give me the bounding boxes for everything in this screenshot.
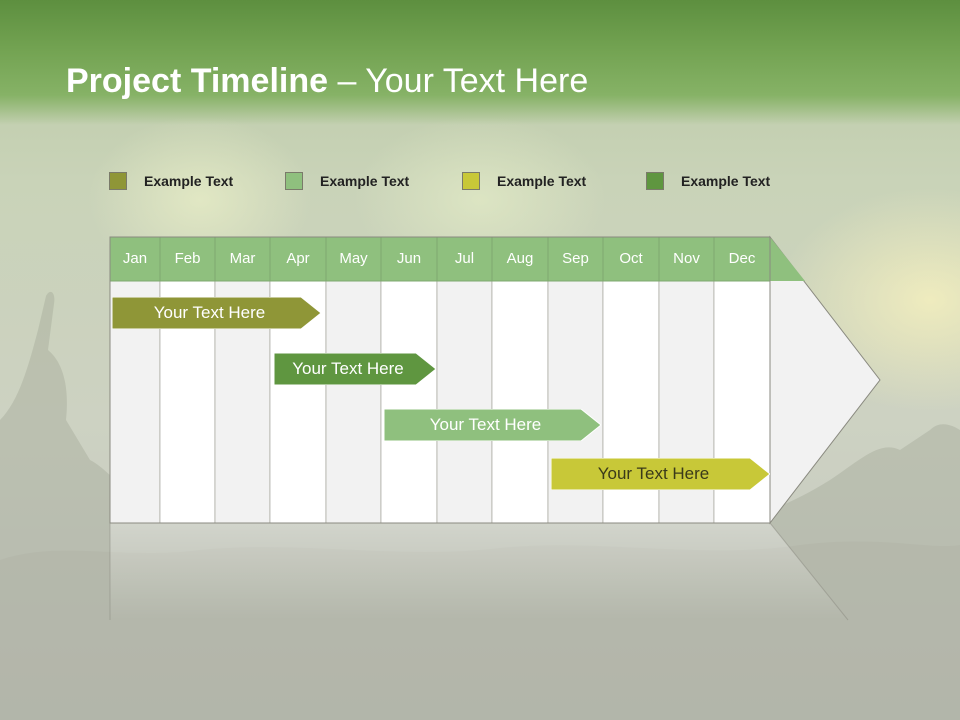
- legend-swatch: [462, 172, 480, 190]
- month-label: Dec: [728, 250, 756, 267]
- month-label: Oct: [619, 250, 643, 267]
- timeline-reflection: [110, 523, 848, 620]
- month-header-cell: [214, 236, 271, 282]
- month-label: Feb: [174, 250, 201, 267]
- month-column: [380, 280, 438, 524]
- month-column: [325, 280, 382, 524]
- page-title: Project Timeline – Your Text Here: [66, 60, 588, 102]
- task-bar-2: Your Text Here: [274, 353, 436, 385]
- title-bar: [0, 0, 960, 125]
- task-bar-shape: [384, 409, 601, 441]
- task-bar-shape: [112, 297, 321, 329]
- month-label: Jun: [396, 250, 422, 267]
- month-label: Nov: [673, 250, 700, 267]
- task-bar-shape: [274, 353, 436, 385]
- legend-label: Example Text: [497, 173, 587, 189]
- legend-swatch: [109, 172, 127, 190]
- month-label: Sep: [562, 250, 589, 267]
- legend-label: Example Text: [681, 173, 771, 189]
- task-label: Your Text Here: [292, 359, 404, 378]
- task-bar-3: Your Text Here: [384, 409, 601, 441]
- legend-item-1: Example Text: [109, 170, 233, 192]
- month-label: Mar: [229, 250, 256, 267]
- task-label: Your Text Here: [597, 464, 710, 483]
- legend-label: Example Text: [144, 173, 234, 189]
- month-header-cell: [109, 236, 161, 282]
- legend-item-3: Example Text: [462, 170, 586, 192]
- month-header-cell: [713, 236, 771, 282]
- month-header-cell: [658, 236, 715, 282]
- month-column: [436, 280, 493, 524]
- legend-item-4: Example Text: [646, 170, 770, 192]
- month-header-cell: [491, 236, 549, 282]
- month-label: Aug: [506, 250, 534, 267]
- task-label: Your Text Here: [429, 415, 542, 434]
- legend-swatch: [285, 172, 303, 190]
- title-bold: Project Timeline: [66, 62, 329, 100]
- title-rest: – Your Text Here: [328, 62, 589, 100]
- task-bar-4: Your Text Here: [551, 458, 770, 490]
- month-label: Jul: [454, 250, 475, 267]
- task-label: Your Text Here: [153, 303, 266, 322]
- task-bar-1: Your Text Here: [112, 297, 321, 329]
- reflection-edge: [769, 522, 849, 621]
- timeline-frame: [109, 236, 771, 524]
- task-bar-shape: [551, 458, 770, 490]
- header-arrow-tip: [770, 237, 805, 281]
- legend-label: Example Text: [320, 173, 410, 189]
- month-header-cell: [547, 236, 604, 282]
- month-header-cell: [436, 236, 493, 282]
- month-label: Jan: [122, 250, 148, 267]
- month-column: [491, 280, 549, 524]
- month-label: May: [339, 250, 368, 267]
- month-label: Apr: [286, 250, 310, 267]
- legend-swatch: [646, 172, 664, 190]
- legend-item-2: Example Text: [285, 170, 409, 192]
